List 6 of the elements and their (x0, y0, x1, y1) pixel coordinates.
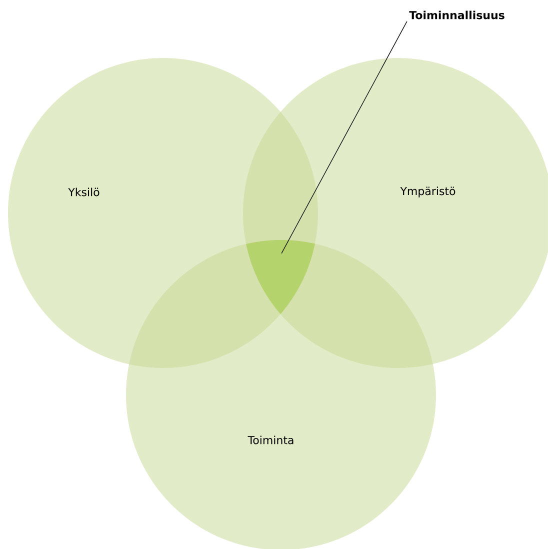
circle-label: Toiminta (248, 436, 294, 444)
leader-line (281, 21, 408, 254)
circle-label: Ympäristö (400, 186, 456, 198)
callout-label: Toiminnallisuus (409, 10, 504, 20)
center-overlap (246, 240, 315, 314)
circle-label: Yksilö (68, 188, 100, 196)
